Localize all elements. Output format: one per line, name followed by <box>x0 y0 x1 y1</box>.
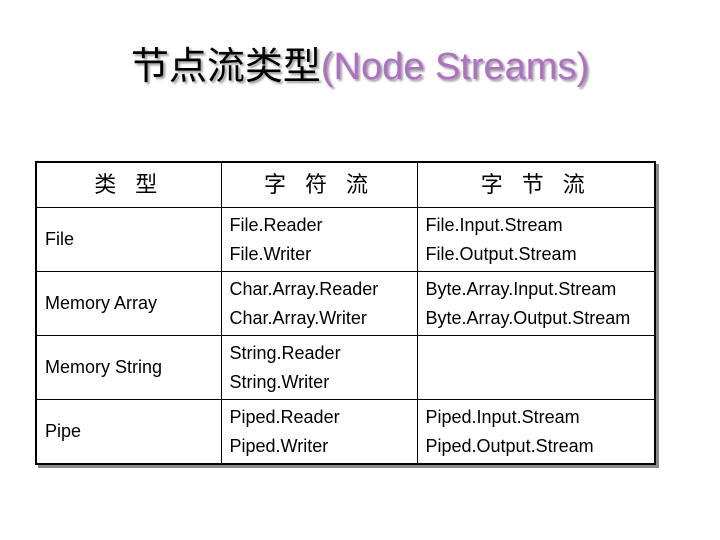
char-stream-reader: String.Reader <box>229 342 341 363</box>
char-stream-cell: File.Reader File.Writer <box>220 207 418 272</box>
slide-title: 节点流类型(Node Streams) <box>0 36 720 97</box>
byte-stream-cell: Piped.Input.Stream Piped.Output.Stream <box>416 399 656 465</box>
byte-stream-output: Byte.Array.Output.Stream <box>425 307 631 328</box>
char-stream-cell: String.Reader String.Writer <box>220 335 418 400</box>
byte-stream-output: Piped.Output.Stream <box>425 435 594 456</box>
char-stream-reader: File.Reader <box>229 214 323 235</box>
byte-stream-cell: Byte.Array.Input.Stream Byte.Array.Outpu… <box>416 271 656 336</box>
char-stream-reader: Char.Array.Reader <box>229 278 379 299</box>
header-row: 类 型 字 符 流 字 节 流 <box>35 161 656 208</box>
type-cell: Pipe <box>35 399 222 465</box>
byte-stream-input: File.Input.Stream <box>425 214 563 235</box>
header-byte-stream: 字 节 流 <box>416 161 656 208</box>
table-row: File File.Reader File.Writer File.Input.… <box>35 207 656 272</box>
table-row: Pipe Piped.Reader Piped.Writer Piped.Inp… <box>35 399 656 465</box>
type-cell: Memory String <box>35 335 222 400</box>
type-cell: File <box>35 207 222 272</box>
char-stream-writer: File.Writer <box>229 243 312 264</box>
byte-stream-output: File.Output.Stream <box>425 243 577 264</box>
char-stream-writer: Char.Array.Writer <box>229 307 367 328</box>
table-row: Memory Array Char.Array.Reader Char.Arra… <box>35 271 656 336</box>
byte-stream-cell: File.Input.Stream File.Output.Stream <box>416 207 656 272</box>
node-streams-table: 类 型 字 符 流 字 节 流 File File.Reader File.Wr… <box>35 161 656 465</box>
header-char-stream: 字 符 流 <box>220 161 418 208</box>
byte-stream-input: Piped.Input.Stream <box>425 406 580 427</box>
char-stream-cell: Char.Array.Reader Char.Array.Writer <box>220 271 418 336</box>
char-stream-writer: String.Writer <box>229 371 330 392</box>
header-type: 类 型 <box>35 161 222 208</box>
type-cell: Memory Array <box>35 271 222 336</box>
char-stream-reader: Piped.Reader <box>229 406 340 427</box>
byte-stream-cell-empty <box>416 335 656 400</box>
title-english: (Node Streams) <box>320 46 590 88</box>
byte-stream-input: Byte.Array.Input.Stream <box>425 278 617 299</box>
table-row: Memory String String.Reader String.Write… <box>35 335 656 400</box>
char-stream-cell: Piped.Reader Piped.Writer <box>220 399 418 465</box>
title-chinese: 节点流类型 <box>130 44 321 88</box>
char-stream-writer: Piped.Writer <box>229 435 329 456</box>
